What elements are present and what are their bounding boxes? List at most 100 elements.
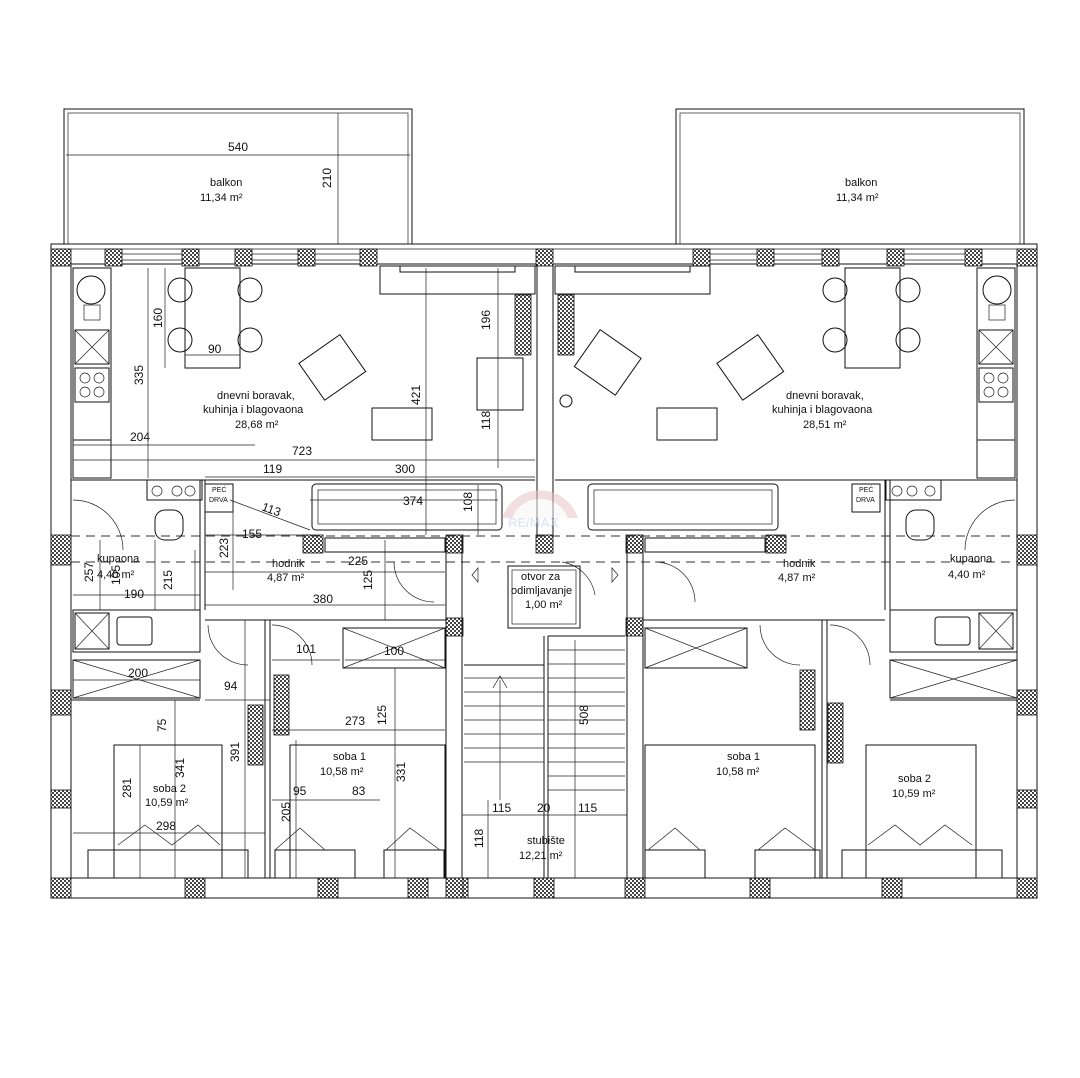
dim-273: 273 <box>345 714 365 728</box>
dim-205: 205 <box>279 802 293 822</box>
dim-119: 119 <box>263 462 282 476</box>
watermark-text: RE/MAX <box>508 515 559 530</box>
kitchen-right <box>976 267 1016 479</box>
dim-90: 90 <box>208 342 222 356</box>
kupaona-left-area: 4,40 m² <box>97 569 135 581</box>
bathroom-right <box>851 479 1018 699</box>
pec-right-2: DRVA <box>856 497 875 504</box>
dim-190: 190 <box>124 587 144 601</box>
hodnik-left-area: 4,87 m² <box>267 572 305 584</box>
living-left-name-1: dnevni boravak, <box>217 390 295 402</box>
sofa-right <box>587 483 779 531</box>
pec-right-1: PEĆ <box>859 485 873 494</box>
dim-508: 508 <box>577 705 591 725</box>
living-left-name-2: kuhinja i blagovaona <box>203 404 304 416</box>
armchair-right <box>557 294 785 441</box>
dim-391: 391 <box>228 742 242 762</box>
pec-left-1: PEĆ <box>212 485 226 494</box>
otvor-name-1: otvor za <box>521 571 561 583</box>
dim-75: 75 <box>155 718 169 732</box>
sofa-left <box>311 483 503 531</box>
soba1-right-name: soba 1 <box>727 751 760 763</box>
dim-125b: 125 <box>375 705 389 725</box>
dim-100: 100 <box>384 644 404 658</box>
armchair-left <box>298 294 532 441</box>
dim-125a: 125 <box>361 570 375 590</box>
structural-columns <box>50 248 1038 899</box>
balkon-left-area: 11,34 m² <box>200 192 243 204</box>
living-left-area: 28,68 m² <box>235 419 279 431</box>
dim-331: 331 <box>394 762 408 782</box>
dim-223: 223 <box>217 538 231 558</box>
dim-95: 95 <box>293 784 307 798</box>
hodnik-left-name: hodnik <box>272 558 305 570</box>
staircase <box>464 565 625 878</box>
dim-108: 108 <box>461 492 475 512</box>
soba2-right-name: soba 2 <box>898 773 931 785</box>
otvor-area: 1,00 m² <box>525 599 563 611</box>
dim-94: 94 <box>224 679 238 693</box>
otvor-name-2: odimljavanje <box>511 585 572 597</box>
dim-225: 225 <box>348 554 368 568</box>
stubiste-name: stubište <box>527 835 565 847</box>
doors <box>72 499 1016 666</box>
dim-204: 204 <box>130 430 150 444</box>
dim-200: 200 <box>128 666 148 680</box>
dim-115b: 115 <box>578 801 597 815</box>
dim-20: 20 <box>537 801 551 815</box>
dim-101: 101 <box>296 642 316 656</box>
dim-421: 421 <box>409 385 423 405</box>
dim-215: 215 <box>161 570 175 590</box>
windows-top <box>122 253 965 295</box>
pec-left-2: DRVA <box>209 497 228 504</box>
dim-298: 298 <box>156 819 176 833</box>
dim-160: 160 <box>151 308 165 328</box>
dim-281: 281 <box>120 778 134 798</box>
hodnik-right-name: hodnik <box>783 558 816 570</box>
balkon-left-name: balkon <box>210 177 242 189</box>
dimension-lines <box>66 113 627 878</box>
dim-341: 341 <box>173 758 187 778</box>
dim-113: 113 <box>260 500 283 520</box>
balkon-right-name: balkon <box>845 177 877 189</box>
dim-300: 300 <box>395 462 415 476</box>
dimension-labels: 540 210 160 90 335 204 723 119 300 421 1… <box>82 140 597 848</box>
kupaona-right-name: kupaona <box>950 553 993 565</box>
dim-380: 380 <box>313 592 333 606</box>
dim-540: 540 <box>228 140 248 154</box>
soba1-left-name: soba 1 <box>333 751 366 763</box>
soba2-right-area: 10,59 m² <box>892 788 936 800</box>
dim-210: 210 <box>320 168 334 188</box>
balkon-right-area: 11,34 m² <box>836 192 879 204</box>
dim-118b: 118 <box>472 829 486 848</box>
kupaona-right-area: 4,40 m² <box>948 569 986 581</box>
dim-374: 374 <box>403 494 423 508</box>
stubiste-area: 12,21 m² <box>519 850 563 862</box>
dim-115a: 115 <box>492 801 511 815</box>
hallway-furniture <box>247 537 844 766</box>
dim-83: 83 <box>352 784 366 798</box>
dim-105: 105 <box>109 565 123 585</box>
dining-table-left <box>167 267 263 369</box>
bathroom-left <box>72 479 234 699</box>
living-right-area: 28,51 m² <box>803 419 847 431</box>
room-labels: balkon 11,34 m² balkon 11,34 m² dnevni b… <box>97 177 993 862</box>
soba2-left-name: soba 2 <box>153 783 186 795</box>
dim-335: 335 <box>132 365 146 385</box>
dim-155: 155 <box>242 527 262 541</box>
soba1-right-area: 10,58 m² <box>716 766 760 778</box>
living-right-name-2: kuhinja i blagovaona <box>772 404 873 416</box>
dining-table-right <box>822 267 921 369</box>
hodnik-right-area: 4,87 m² <box>778 572 816 584</box>
dim-257: 257 <box>82 562 96 582</box>
soba2-left-area: 10,59 m² <box>145 797 189 809</box>
kupaona-left-name: kupaona <box>97 553 140 565</box>
dim-723: 723 <box>292 444 312 458</box>
kitchen-left <box>72 267 112 479</box>
dim-196: 196 <box>479 310 493 330</box>
living-right-name-1: dnevni boravak, <box>786 390 864 402</box>
remax-watermark: RE/MAX <box>502 490 578 530</box>
dim-118a: 118 <box>479 411 493 430</box>
soba1-left-area: 10,58 m² <box>320 766 364 778</box>
